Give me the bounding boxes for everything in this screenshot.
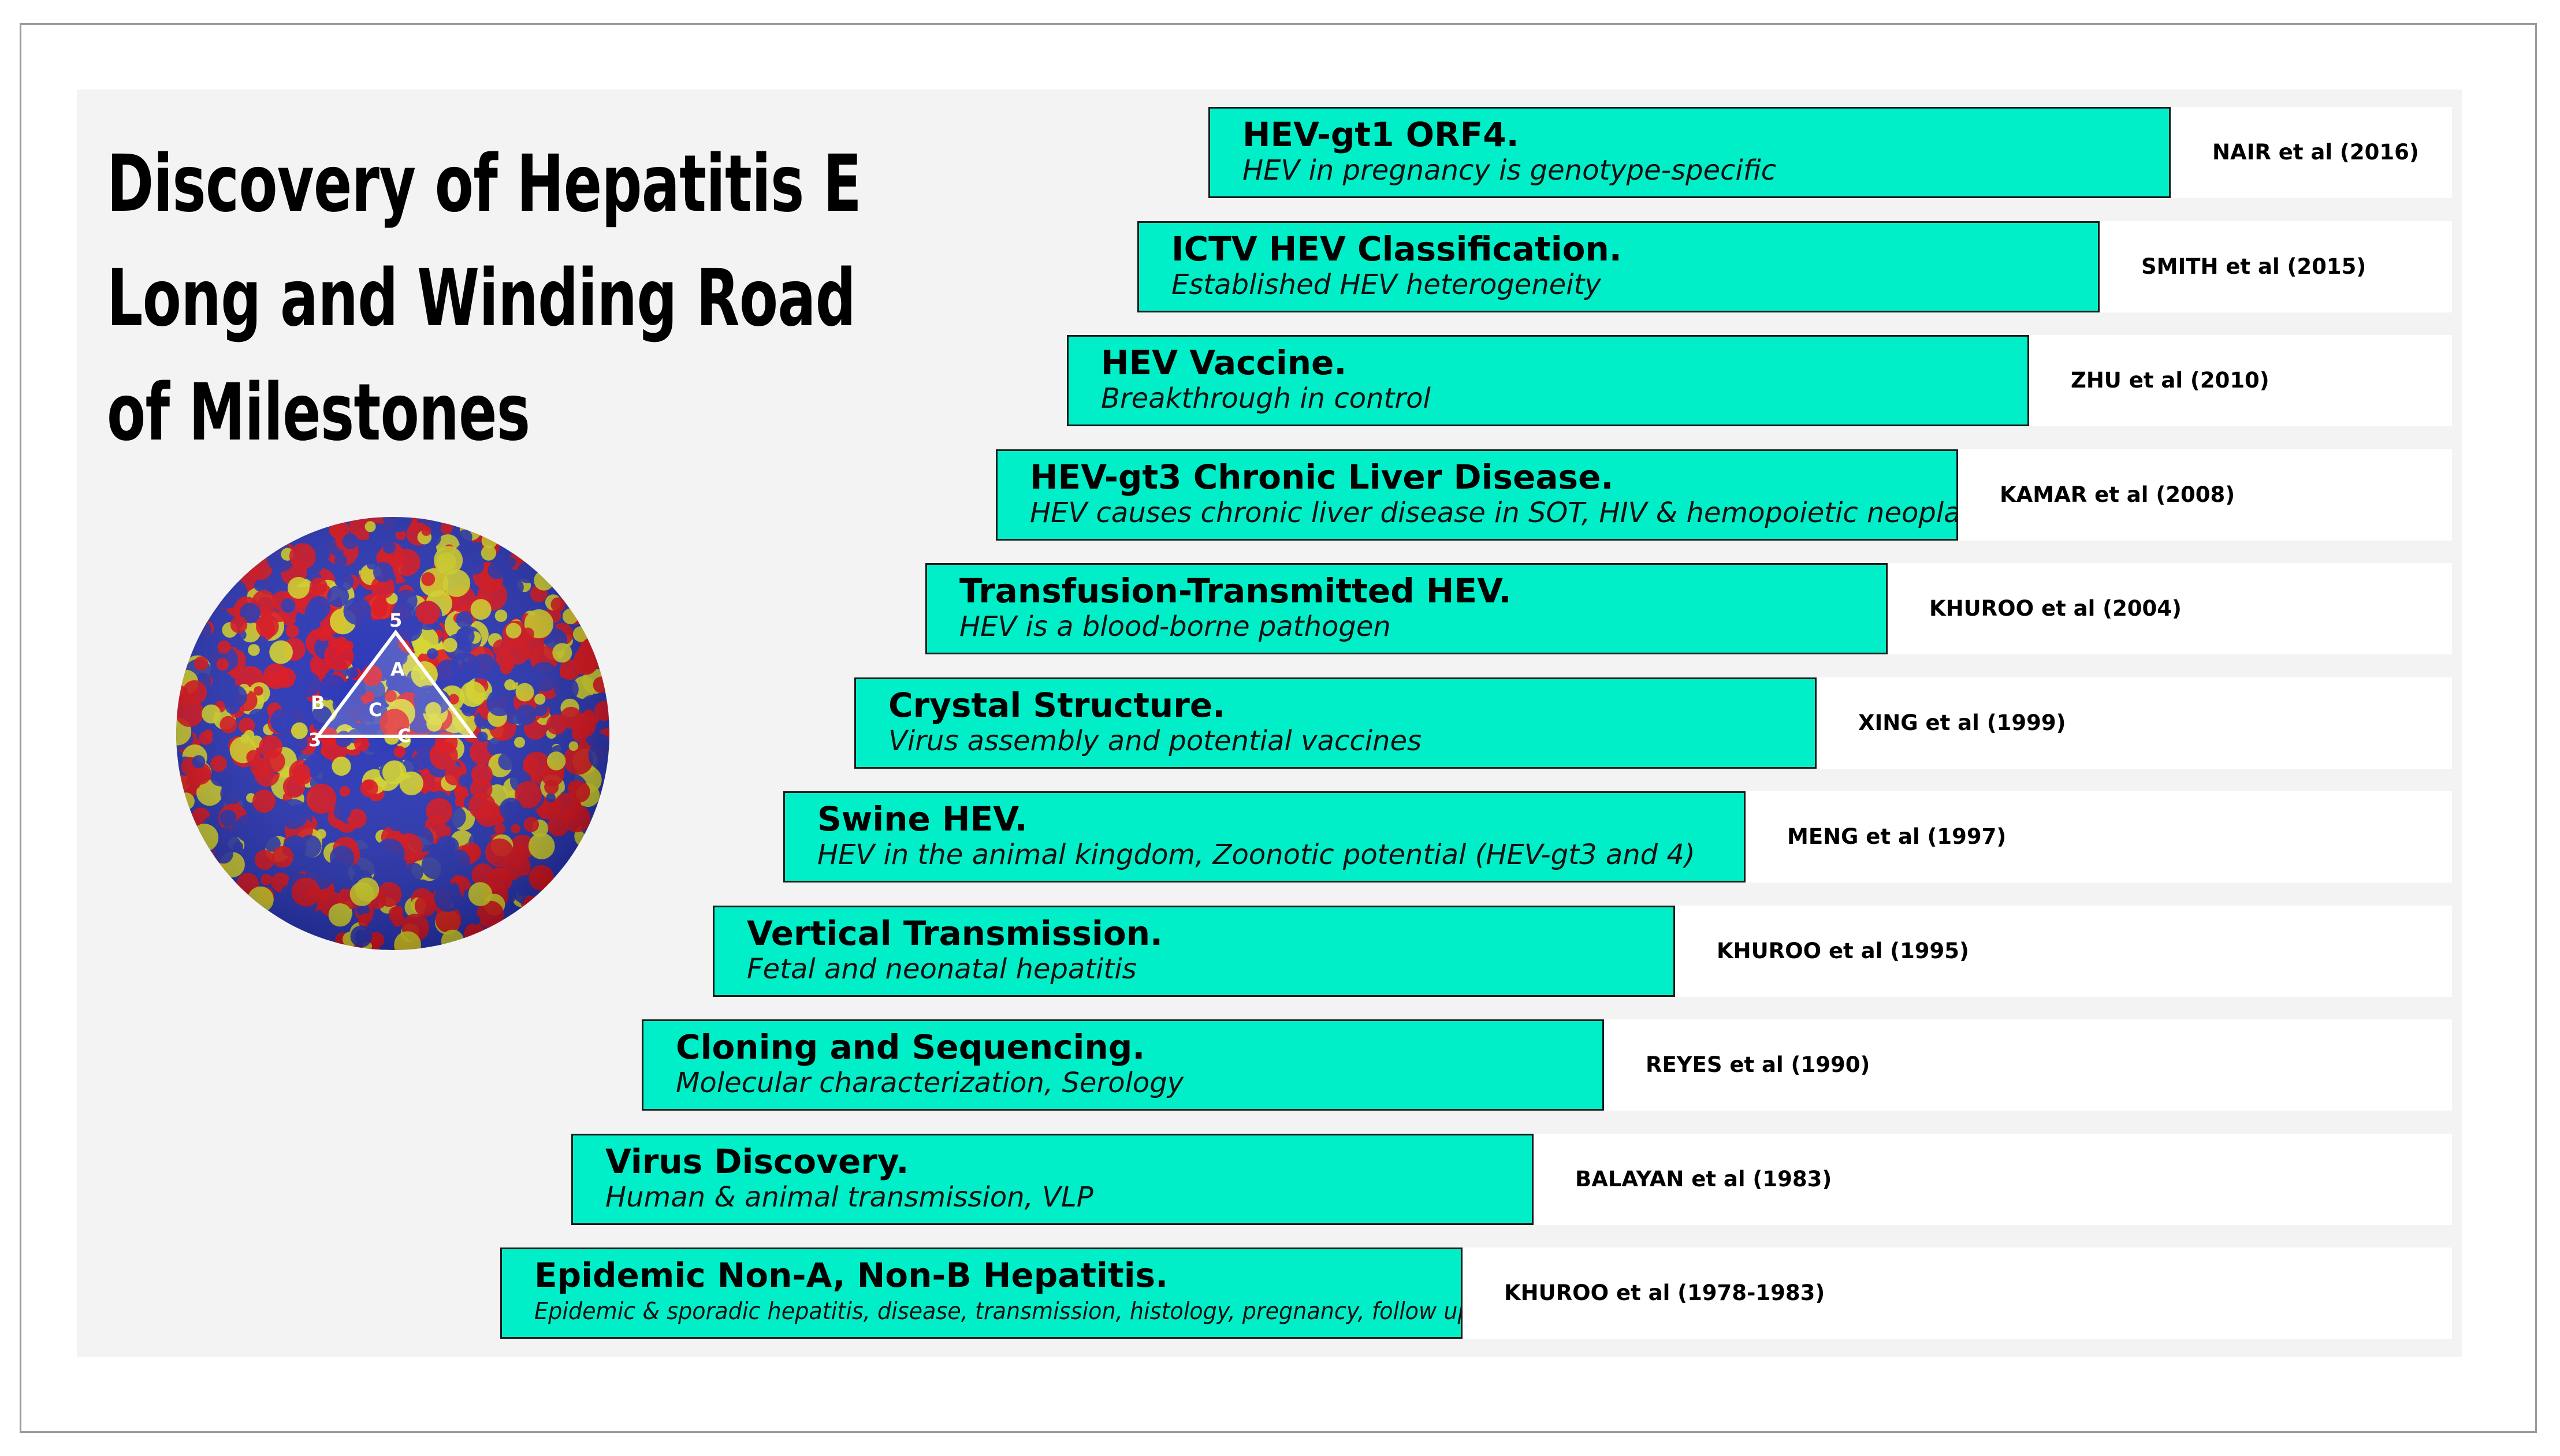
label-c-upper: C	[369, 699, 382, 721]
label-b: B	[311, 692, 325, 714]
face-highlight	[318, 632, 474, 736]
milestone-description: HEV in pregnancy is genotype-specific	[1242, 154, 1777, 187]
milestone-reference: KHUROO et al (2004)	[1929, 596, 2182, 621]
title-line-3: of Milestones	[107, 367, 530, 459]
milestone-bar: Virus Discovery.Human & animal transmiss…	[571, 1134, 1534, 1225]
milestone-reference: XING et al (1999)	[1858, 710, 2066, 735]
face-triangle	[314, 630, 477, 738]
label-threefold: 3	[308, 729, 321, 751]
milestone-heading: Virus Discovery.	[605, 1142, 909, 1181]
milestone-reference: NAIR et al (2016)	[2212, 140, 2419, 165]
label-a: A	[390, 658, 405, 680]
label-c-lower: C	[397, 725, 411, 747]
milestone-description: Human & animal transmission, VLP	[605, 1181, 1093, 1213]
milestone-heading: Transfusion-Transmitted HEV.	[959, 571, 1512, 610]
milestone-bar: HEV Vaccine.Breakthrough in control	[1067, 335, 2029, 426]
milestone-reference: KAMAR et al (2008)	[2000, 482, 2235, 507]
milestone-reference: ZHU et al (2010)	[2071, 368, 2269, 393]
milestone-bar: Crystal Structure.Virus assembly and pot…	[854, 677, 1817, 769]
milestone-heading: HEV Vaccine.	[1101, 343, 1347, 382]
milestone-reference: SMITH et al (2015)	[2141, 254, 2366, 279]
milestone-description: Epidemic & sporadic hepatitis, disease, …	[534, 1297, 1463, 1325]
milestone-description: HEV is a blood-borne pathogen	[959, 610, 1391, 643]
milestone-heading: Crystal Structure.	[888, 686, 1226, 725]
milestone-description: Molecular characterization, Serology	[676, 1067, 1184, 1099]
milestone-reference: MENG et al (1997)	[1787, 824, 2007, 849]
title-line-2: Long and Winding Road	[107, 253, 856, 344]
milestone-heading: HEV-gt3 Chronic Liver Disease.	[1030, 457, 1614, 497]
milestone-heading: Vertical Transmission.	[747, 914, 1163, 953]
milestone-reference: REYES et al (1990)	[1646, 1052, 1870, 1077]
milestone-bar: HEV-gt3 Chronic Liver Disease.HEV causes…	[996, 449, 1958, 541]
milestone-description: Breakthrough in control	[1101, 382, 1431, 415]
milestone-bar: Cloning and Sequencing.Molecular charact…	[642, 1019, 1604, 1111]
milestone-bar: Swine HEV.HEV in the animal kingdom, Zoo…	[783, 791, 1746, 882]
slide-title: Discovery of Hepatitis E Long and Windin…	[107, 127, 862, 470]
hev-capsid-illustration: 5 A B C C 3	[176, 517, 609, 950]
milestone-description: Established HEV heterogeneity	[1171, 269, 1601, 301]
milestone-bar: Transfusion-Transmitted HEV.HEV is a blo…	[925, 563, 1888, 654]
milestone-reference: KHUROO et al (1978-1983)	[1504, 1280, 1825, 1305]
milestone-heading: Cloning and Sequencing.	[676, 1027, 1145, 1067]
milestone-heading: Epidemic Non-A, Non-B Hepatitis.	[534, 1256, 1169, 1295]
milestone-heading: HEV-gt1 ORF4.	[1242, 115, 1519, 154]
milestone-heading: ICTV HEV Classification.	[1171, 229, 1622, 269]
milestone-description: HEV in the animal kingdom, Zoonotic pote…	[817, 839, 1695, 871]
milestone-description: HEV causes chronic liver disease in SOT,…	[1030, 497, 1958, 529]
milestone-bar: Vertical Transmission.Fetal and neonatal…	[713, 906, 1675, 997]
milestone-description: Virus assembly and potential vaccines	[888, 725, 1422, 757]
milestone-heading: Swine HEV.	[817, 799, 1028, 839]
milestone-description: Fetal and neonatal hepatitis	[747, 953, 1137, 985]
milestone-bar: ICTV HEV Classification.Established HEV …	[1137, 221, 2100, 312]
milestone-reference: KHUROO et al (1995)	[1717, 939, 1969, 963]
icosahedral-face-diagram	[314, 630, 477, 738]
milestone-bar: HEV-gt1 ORF4.HEV in pregnancy is genotyp…	[1208, 107, 2171, 198]
milestone-reference: BALAYAN et al (1983)	[1575, 1167, 1832, 1191]
title-line-1: Discovery of Hepatitis E	[107, 139, 862, 230]
label-fivefold: 5	[389, 609, 402, 631]
milestone-bar: Epidemic Non-A, Non-B Hepatitis.Epidemic…	[500, 1248, 1463, 1339]
capsid-shading	[176, 517, 609, 950]
